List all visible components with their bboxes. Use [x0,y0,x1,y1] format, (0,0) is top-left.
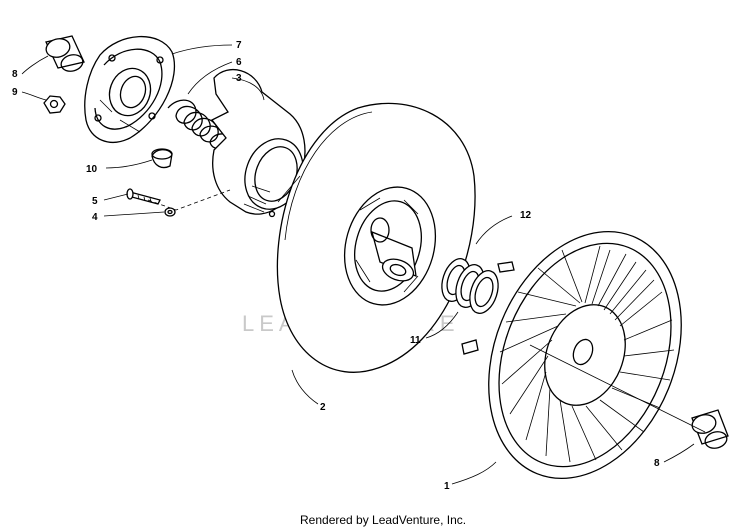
callout-12: 12 [520,210,532,221]
part-spider-cover [84,35,176,143]
leader-lines [21,44,695,485]
callout-5: 5 [92,196,98,207]
callout-4: 4 [92,212,98,223]
part-screw [126,188,161,205]
callout-6: 6 [236,57,242,68]
part-rings [441,258,499,314]
credit-text: Rendered by LeadVenture, Inc. [300,513,466,527]
part-fixed-sheave [461,230,682,480]
callout-9: 9 [12,87,18,98]
callout-3: 3 [236,73,242,84]
part-bushing-top [45,35,85,72]
callout-10: 10 [86,164,98,175]
callouts: 8 9 7 6 3 10 5 4 12 11 2 1 8 [12,40,660,492]
part-bushing-bottom [691,409,729,449]
callout-7: 7 [236,40,242,51]
part-button [151,148,173,169]
callout-2: 2 [320,402,326,413]
callout-1: 1 [444,481,450,492]
part-cam [211,68,306,218]
assembly-lines [147,175,706,433]
callout-8-bottom: 8 [654,458,660,469]
callout-11: 11 [410,335,421,346]
part-movable-sheave [276,102,476,373]
part-washer [164,207,176,217]
cooling-fins [499,245,675,463]
part-nut [43,95,66,114]
callout-8-top: 8 [12,69,18,80]
